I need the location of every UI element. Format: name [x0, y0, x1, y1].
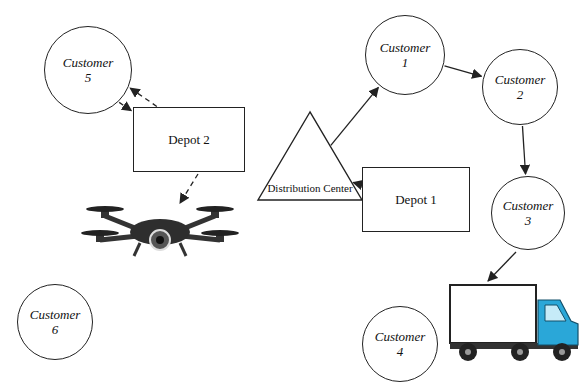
truck-wheel — [553, 343, 571, 361]
route-arrow — [444, 66, 481, 76]
truck-wheel — [511, 343, 529, 361]
route-arrow — [331, 87, 379, 145]
dashed-route-arrow — [119, 102, 131, 110]
drone-illustration — [81, 206, 239, 256]
customer-label: Customer 4 — [373, 329, 427, 359]
distribution-triangle: Distribution Center — [258, 112, 362, 200]
triangle-shape — [258, 112, 362, 200]
depot-box: Depot 1 — [362, 167, 470, 232]
center-label: Distribution Center — [258, 182, 362, 194]
truck-cargo — [450, 285, 536, 343]
customer-circle: Customer 4 — [362, 306, 438, 382]
drone-rotor — [201, 230, 239, 236]
route-arrow — [522, 126, 525, 174]
customer-circle: Customer 1 — [365, 15, 445, 95]
truck-arrow — [488, 252, 516, 281]
truck-window — [545, 305, 566, 321]
truck-cab — [538, 300, 578, 345]
customer-circle: Customer 5 — [44, 26, 132, 114]
customer-circle: Customer 2 — [482, 49, 558, 125]
dashed-route-arrow — [130, 88, 157, 106]
drone-leg — [134, 243, 140, 256]
drone-rotor — [81, 230, 119, 236]
truck-hub — [465, 349, 471, 355]
drone-leg — [180, 243, 186, 256]
customer-label: Customer 2 — [493, 72, 547, 102]
drone-rotor — [196, 206, 234, 212]
drone-lens — [156, 236, 164, 244]
customer-label: Customer 1 — [378, 40, 432, 70]
truck-hub — [559, 349, 565, 355]
truck-wheel — [459, 343, 477, 361]
depot-label: Depot 1 — [395, 192, 437, 207]
truck-hub — [517, 349, 523, 355]
drone-rotor — [86, 206, 124, 212]
truck-illustration — [450, 285, 578, 361]
customer-label: Customer 5 — [61, 55, 115, 85]
drone-arm — [105, 216, 135, 228]
customer-circle: Customer 3 — [491, 176, 565, 250]
customer-label: Customer 6 — [28, 307, 82, 337]
depot-label: Depot 2 — [168, 132, 210, 147]
drone-arm — [185, 216, 215, 228]
drone-arrow — [180, 174, 198, 203]
customer-label: Customer 3 — [501, 198, 555, 228]
customer-circle: Customer 6 — [17, 284, 93, 360]
route-arrow — [353, 182, 361, 184]
drone-camera — [150, 230, 170, 250]
depot-box: Depot 2 — [133, 107, 245, 172]
